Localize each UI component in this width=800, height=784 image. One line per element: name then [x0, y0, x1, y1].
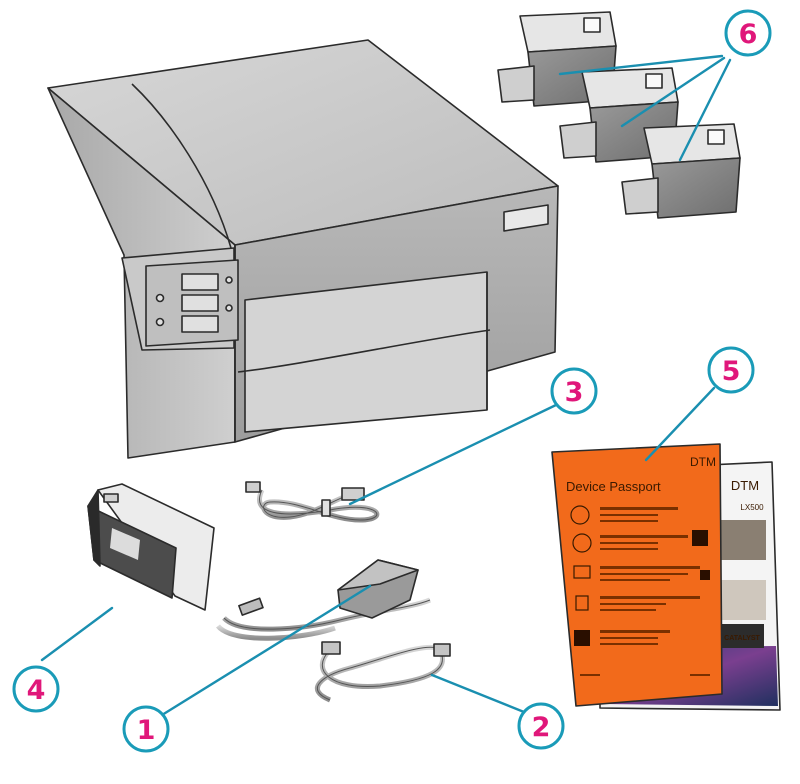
doc-section — [574, 630, 670, 646]
leader-line-6a — [558, 54, 724, 76]
leader-line-4 — [40, 606, 114, 662]
callout-5: 5 — [707, 346, 755, 394]
callout-3-label: 3 — [565, 377, 584, 408]
callout-2-label: 2 — [532, 712, 551, 743]
callout-4: 4 — [12, 665, 60, 713]
doc-section — [572, 530, 708, 553]
printer-icon — [47, 39, 559, 459]
doc-section — [570, 505, 678, 525]
callout-1-label: 1 — [137, 715, 156, 746]
callout-6: 6 — [724, 9, 772, 57]
usb-cable-icon — [245, 481, 380, 523]
leader-line-5 — [644, 386, 716, 462]
leader-line-6b — [620, 56, 726, 128]
power-cord-icon — [314, 641, 451, 703]
document-logo: DTM — [690, 455, 716, 469]
ink-tank-icon — [621, 123, 741, 219]
doc-section — [575, 595, 700, 611]
leader-line-1 — [160, 584, 372, 717]
callout-3: 3 — [550, 367, 598, 415]
device-passport-icon: Device Passport DTM — [551, 443, 723, 707]
callout-6-label: 6 — [739, 19, 758, 50]
doc-section — [573, 565, 710, 581]
leader-line-3 — [348, 403, 558, 506]
power-adapter-icon — [216, 559, 431, 641]
leader-line-6c — [678, 58, 732, 162]
back-logo: DTM — [731, 478, 759, 493]
callout-5-label: 5 — [722, 356, 741, 387]
back-badge: LX500 — [740, 503, 764, 512]
callout-2: 2 — [517, 702, 565, 750]
back-label: CATALYST — [724, 635, 760, 642]
ink-cartridge-icon — [87, 483, 215, 611]
leader-lines — [40, 54, 732, 717]
leader-line-2 — [430, 673, 526, 714]
control-panel — [145, 259, 239, 347]
document-title: Device Passport — [566, 479, 661, 494]
callout-1: 1 — [122, 705, 170, 753]
callout-4-label: 4 — [27, 675, 46, 706]
